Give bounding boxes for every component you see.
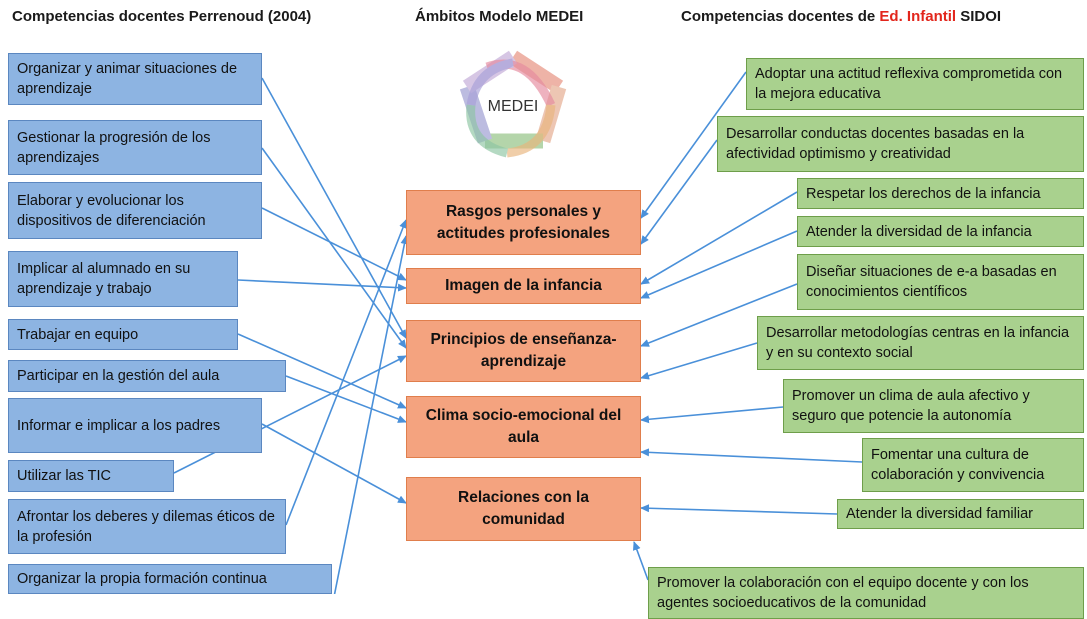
right-competency: Atender la diversidad familiar — [837, 499, 1084, 529]
arrow-participar-to-clima — [285, 375, 407, 423]
left-competency-text: Utilizar las TIC — [17, 468, 111, 484]
medei-area-text: Clima socio-emocional del aula — [425, 407, 622, 446]
left-competency: Gestionar la progresión de los aprendiza… — [8, 120, 262, 175]
arrow-implicar-to-imagen — [237, 279, 407, 292]
left-competency: Trabajar en equipo — [8, 319, 238, 350]
left-competency: Organizar y animar situaciones de aprend… — [8, 53, 262, 105]
arrow-organizar-to-principios — [261, 77, 407, 339]
left-competency: Elaborar y evolucionar los dispositivos … — [8, 182, 262, 239]
medei-area-text: Principios de enseñanza-aprendizaje — [430, 331, 617, 370]
right-competency-text: Fomentar una cultura de colaboración y c… — [871, 447, 1045, 483]
right-competency: Promover un clima de aula afectivo y seg… — [783, 379, 1084, 433]
right-competency: Desarrollar metodologías centras en la i… — [757, 316, 1084, 370]
right-competency: Fomentar una cultura de colaboración y c… — [862, 438, 1084, 492]
left-competency-text: Informar e implicar a los padres — [17, 417, 221, 434]
right-header-suffix: SIDOI — [956, 8, 1002, 25]
medei-area-text: Imagen de la infancia — [445, 277, 602, 294]
arrow-desarrollar-metodologias-to-principios — [640, 342, 758, 380]
arrow-tic-to-principios — [173, 355, 407, 474]
medei-area-text: Relaciones con la comunidad — [458, 489, 589, 528]
logo-label: MEDEI — [488, 98, 539, 115]
right-competency-text: Desarrollar conductas docentes basadas e… — [726, 126, 1025, 162]
right-competency: Promover la colaboración con el equipo d… — [648, 567, 1084, 619]
right-competency-text: Desarrollar metodologías centras en la i… — [766, 325, 1070, 361]
left-competency-text: Afrontar los deberes y dilemas éticos de… — [17, 508, 275, 545]
medei-area: Relaciones con la comunidad — [406, 477, 641, 541]
center-column-header: Ámbitos Modelo MEDEI — [415, 8, 584, 25]
left-competency: Afrontar los deberes y dilemas éticos de… — [8, 499, 286, 554]
left-competency-text: Participar en la gestión del aula — [17, 368, 220, 384]
arrow-elaborar-to-imagen — [261, 207, 407, 281]
left-competency: Participar en la gestión del aula — [8, 360, 286, 392]
medei-area-text: Rasgos personales y actitudes profesiona… — [436, 202, 611, 242]
arrow-informar-to-relaciones — [261, 423, 407, 504]
right-column-header: Competencias docentes de Ed. Infantil SI… — [681, 8, 1001, 25]
left-competency: Informar e implicar a los padres — [8, 398, 262, 453]
arrow-gestionar-to-principios — [261, 147, 407, 349]
right-competency-text: Respetar los derechos de la infancia — [806, 185, 1041, 202]
medei-area: Rasgos personales y actitudes profesiona… — [406, 190, 641, 255]
right-competency-text: Promover un clima de aula afectivo y seg… — [792, 388, 1030, 424]
left-competency-text: Organizar la propia formación continua — [17, 571, 267, 587]
arrow-afrontar-to-rasgos — [285, 219, 407, 526]
right-competency: Adoptar una actitud reflexiva comprometi… — [746, 58, 1084, 110]
right-competency-text: Diseñar situaciones de e-a basadas en co… — [806, 264, 1057, 300]
left-competency-text: Trabajar en equipo — [17, 326, 139, 343]
left-competency-text: Organizar y animar situaciones de aprend… — [17, 61, 238, 97]
medei-area: Clima socio-emocional del aula — [406, 396, 641, 458]
left-competency-text: Implicar al alumnado en su aprendizaje y… — [17, 261, 191, 297]
arrow-atender-diversidad-to-imagen — [640, 230, 798, 299]
connector-arrows — [173, 71, 863, 594]
arrow-formacion-to-rasgos — [333, 235, 409, 594]
right-competency-text: Promover la colaboración con el equipo d… — [657, 575, 1029, 611]
medei-area: Principios de enseñanza-aprendizaje — [406, 320, 641, 382]
left-column-header: Competencias docentes Perrenoud (2004) — [12, 8, 312, 25]
arrow-promover-clima-to-clima — [640, 406, 784, 424]
arrow-promover-colaboracion-to-relaciones — [633, 541, 649, 581]
left-competency: Organizar la propia formación continua — [8, 564, 332, 594]
right-header-prefix: Competencias docentes de — [681, 8, 880, 25]
right-competency: Diseñar situaciones de e-a basadas en co… — [797, 254, 1084, 310]
right-competency: Desarrollar conductas docentes basadas e… — [717, 116, 1084, 172]
left-competency: Utilizar las TIC — [8, 460, 174, 492]
left-competency: Implicar al alumnado en su aprendizaje y… — [8, 251, 238, 307]
right-competency: Atender la diversidad de la infancia — [797, 216, 1084, 247]
arrow-desarrollar-conductas-to-rasgos — [640, 139, 718, 245]
arrow-fomentar-to-clima — [640, 448, 863, 463]
arrow-trabajar-to-clima — [237, 333, 407, 409]
right-competency-text: Atender la diversidad de la infancia — [806, 223, 1032, 240]
right-header-highlight: Ed. Infantil — [879, 8, 957, 25]
right-competency: Respetar los derechos de la infancia — [797, 178, 1084, 209]
arrow-atender-familiar-to-relaciones — [640, 504, 838, 515]
arrow-respetar-to-imagen — [640, 191, 798, 285]
left-competency-text: Elaborar y evolucionar los dispositivos … — [17, 192, 206, 229]
arrow-adoptar-to-rasgos — [640, 71, 747, 219]
arrow-disenar-to-principios — [640, 283, 798, 347]
left-competency-text: Gestionar la progresión de los aprendiza… — [17, 129, 211, 166]
right-competency-text: Adoptar una actitud reflexiva comprometi… — [755, 66, 1063, 102]
right-competency-text: Atender la diversidad familiar — [846, 506, 1033, 522]
medei-area: Imagen de la infancia — [406, 268, 641, 304]
medei-logo: MEDEI — [459, 50, 567, 158]
